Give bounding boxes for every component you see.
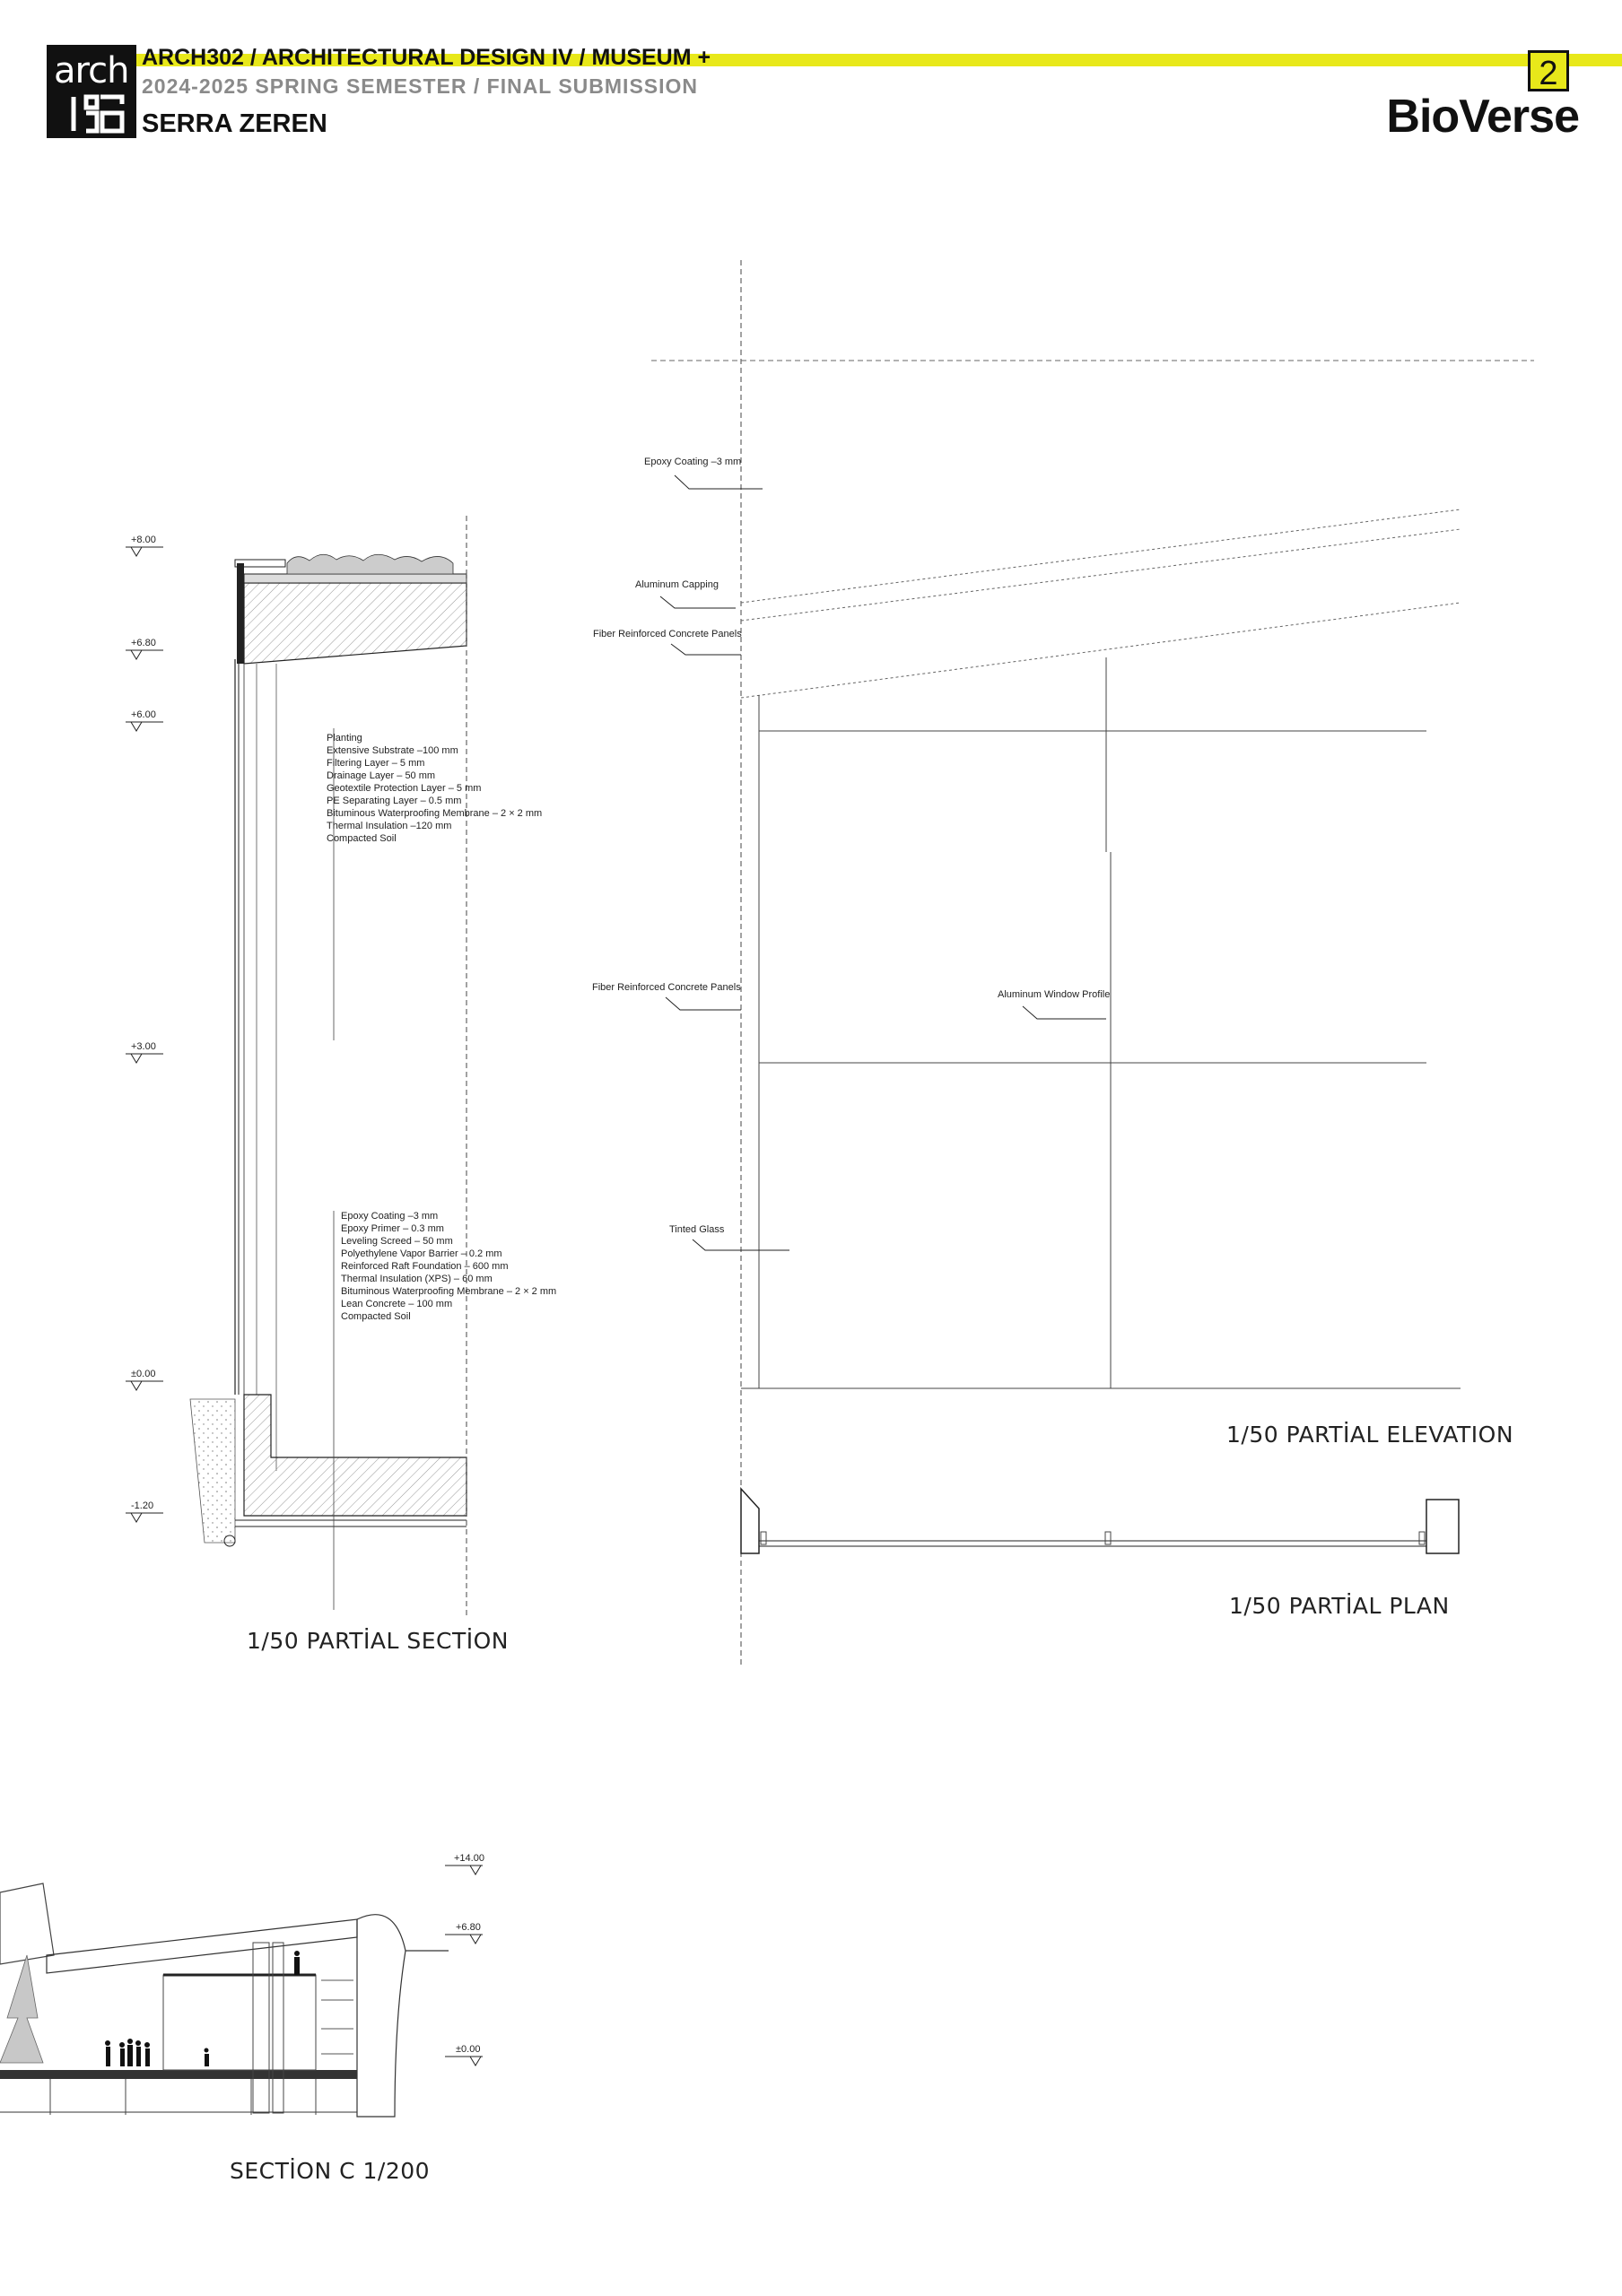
section-level-marker: +3.00	[126, 1041, 163, 1064]
elevation-label-epoxy: Epoxy Coating –3 mm	[644, 457, 763, 490]
svg-text:Fiber Reinforced Concrete Pane: Fiber Reinforced Concrete Panels	[593, 629, 742, 639]
svg-text:Epoxy Primer – 0.3 mm: Epoxy Primer – 0.3 mm	[341, 1223, 444, 1234]
project-title: BioVerse	[1386, 91, 1580, 143]
elevation-label-fcp-mid: Fiber Reinforced Concrete Panels	[592, 982, 741, 1011]
section-level-marker: ±0.00	[126, 1369, 163, 1391]
svg-text:Fiber Reinforced Concrete Pane: Fiber Reinforced Concrete Panels	[592, 982, 741, 993]
svg-text:Geotextile Protection Layer –: Geotextile Protection Layer – 5 mm	[327, 783, 481, 794]
svg-text:Extensive Substrate –100 mm: Extensive Substrate –100 mm	[327, 745, 458, 756]
svg-text:PE Separating Layer – 0.5 mm: PE Separating Layer – 0.5 mm	[327, 796, 461, 806]
partial-section: +8.00 +6.80 +6.00 +3.00 ±0.00 -1.20	[126, 516, 556, 1619]
section-level-marker: +6.80	[126, 638, 163, 660]
partial-section-caption: 1/50 PARTİAL SECTİON	[247, 1628, 509, 1654]
svg-text:Compacted Soil: Compacted Soil	[327, 833, 397, 844]
partial-elevation-caption: 1/50 PARTİAL ELEVATION	[1226, 1422, 1514, 1448]
svg-text:Aluminum Capping: Aluminum Capping	[635, 579, 719, 590]
svg-text:Thermal Insulation –120 mm: Thermal Insulation –120 mm	[327, 821, 451, 831]
svg-text:Bituminous Waterproofing Membr: Bituminous Waterproofing Membrane – 2 × …	[327, 808, 542, 819]
header-accent-bar	[136, 54, 1622, 66]
svg-text:+3.00: +3.00	[131, 1041, 156, 1052]
svg-text:Bituminous Waterproofing Membr: Bituminous Waterproofing Membrane – 2 × …	[341, 1286, 556, 1297]
svg-text:Reinforced Raft Foundation – 6: Reinforced Raft Foundation – 600 mm	[341, 1261, 509, 1272]
logo-glyph-icon	[71, 94, 125, 134]
svg-text:Aluminum Window Profile: Aluminum Window Profile	[998, 989, 1110, 1000]
student-name: SERRA ZEREN	[142, 109, 327, 138]
svg-text:Epoxy Coating –3 mm: Epoxy Coating –3 mm	[644, 457, 741, 467]
svg-text:+14.00: +14.00	[454, 1853, 484, 1864]
section-level-marker: +8.00	[126, 535, 163, 557]
elevation-label-fcp-top: Fiber Reinforced Concrete Panels	[593, 629, 742, 656]
svg-text:Lean Concrete – 100 mm: Lean Concrete – 100 mm	[341, 1299, 452, 1309]
svg-text:Thermal Insulation (XPS) – 60: Thermal Insulation (XPS) – 60 mm	[341, 1274, 493, 1284]
semester-subtitle: 2024-2025 SPRING SEMESTER / FINAL SUBMIS…	[142, 74, 699, 98]
svg-text:Leveling Screed – 50 mm: Leveling Screed – 50 mm	[341, 1236, 453, 1247]
partial-elevation: Epoxy Coating –3 mm Aluminum Capping Fib…	[592, 260, 1534, 1668]
svg-text:Drainage Layer – 50 mm: Drainage Layer – 50 mm	[327, 770, 435, 781]
section-c-level-marker: +6.80	[445, 1922, 483, 1944]
floor-layer-list: Epoxy Coating –3 mm Epoxy Primer – 0.3 m…	[341, 1211, 556, 1322]
section-level-marker: -1.20	[126, 1500, 163, 1523]
svg-text:Polyethylene Vapor Barrier – 0: Polyethylene Vapor Barrier – 0.2 mm	[341, 1248, 502, 1259]
section-c-level-marker: ±0.00	[445, 2044, 483, 2066]
page-number-badge: 2	[1528, 50, 1569, 92]
svg-text:-1.20: -1.20	[131, 1500, 153, 1511]
roof-layer-list: Planting Extensive Substrate –100 mm Fil…	[327, 733, 542, 844]
svg-text:+6.80: +6.80	[456, 1922, 481, 1933]
elevation-label-glass: Tinted Glass	[669, 1224, 789, 1251]
partial-plan	[740, 1487, 1460, 1554]
svg-text:±0.00: ±0.00	[131, 1369, 155, 1379]
partial-plan-caption: 1/50 PARTİAL PLAN	[1229, 1593, 1450, 1619]
section-c-caption: SECTİON C 1/200	[230, 2158, 431, 2184]
svg-text:Planting: Planting	[327, 733, 362, 744]
course-title: ARCH302 / ARCHITECTURAL DESIGN IV / MUSE…	[142, 45, 711, 70]
svg-text:Tinted Glass: Tinted Glass	[669, 1224, 725, 1235]
svg-text:Filtering Layer – 5 mm: Filtering Layer – 5 mm	[327, 758, 424, 769]
svg-text:+8.00: +8.00	[131, 535, 156, 545]
section-c: +14.00 +6.80 ±0.00	[0, 1853, 484, 2118]
svg-text:+6.80: +6.80	[131, 638, 156, 648]
logo: arch	[47, 45, 136, 138]
svg-text:±0.00: ±0.00	[456, 2044, 480, 2055]
elevation-label-capping: Aluminum Capping	[635, 579, 736, 609]
section-c-level-marker: +14.00	[445, 1853, 484, 1875]
svg-text:Compacted Soil: Compacted Soil	[341, 1311, 411, 1322]
elevation-label-window: Aluminum Window Profile	[998, 989, 1110, 1020]
section-level-marker: +6.00	[126, 709, 163, 732]
svg-text:+6.00: +6.00	[131, 709, 156, 720]
svg-text:Epoxy Coating –3 mm: Epoxy Coating –3 mm	[341, 1211, 438, 1222]
logo-text: arch	[54, 50, 129, 91]
